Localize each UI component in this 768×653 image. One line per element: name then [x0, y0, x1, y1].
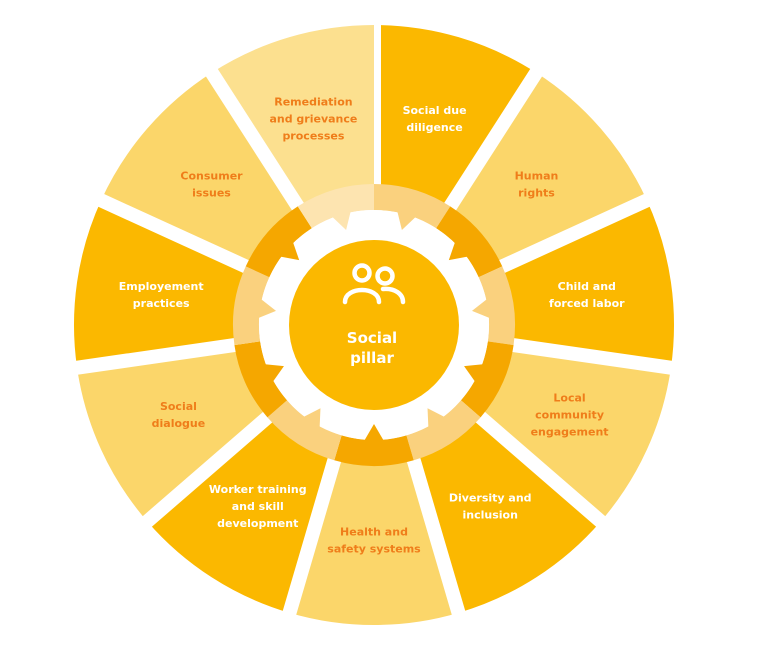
gear-tooth	[397, 210, 417, 231]
ring-segment-10	[297, 184, 374, 229]
gear-tooth	[279, 240, 300, 261]
center-label-line2: pillar	[350, 349, 394, 367]
segment-4	[413, 416, 601, 613]
gear-tooth	[263, 364, 284, 383]
segment-10	[211, 25, 374, 208]
center-circle	[289, 240, 459, 410]
ring-segment-5	[334, 435, 414, 466]
gear-teeth	[257, 210, 491, 442]
ring-segment-2	[478, 266, 515, 346]
ring-segment-9	[245, 206, 312, 278]
gear-tooth	[257, 298, 277, 319]
ring-segment-1	[436, 206, 503, 278]
gear-ring	[233, 184, 515, 466]
center-label-line1: Social	[347, 329, 397, 347]
segment-7	[77, 344, 269, 522]
gear-tooth	[363, 424, 385, 442]
gear-tooth	[331, 210, 351, 231]
ring-segment-3	[460, 341, 514, 418]
segment-6	[147, 416, 335, 613]
ring-segment-0	[374, 184, 451, 229]
ring-segment-7	[234, 341, 288, 418]
segment-3	[479, 344, 671, 522]
segment-0	[374, 25, 537, 208]
ring-segment-6	[267, 400, 342, 461]
ring-segment-4	[406, 400, 481, 461]
segment-2	[501, 200, 674, 368]
segment-8	[73, 200, 247, 368]
gear-tooth	[471, 298, 491, 319]
gear-tooth	[448, 240, 469, 261]
segments-group	[71, 20, 677, 625]
gear-tooth	[427, 408, 446, 429]
gear-tooth	[302, 408, 321, 429]
ring-segment-8	[233, 266, 270, 346]
segment-5	[289, 459, 459, 625]
gear-tooth	[464, 364, 485, 383]
people-icon	[342, 263, 406, 305]
